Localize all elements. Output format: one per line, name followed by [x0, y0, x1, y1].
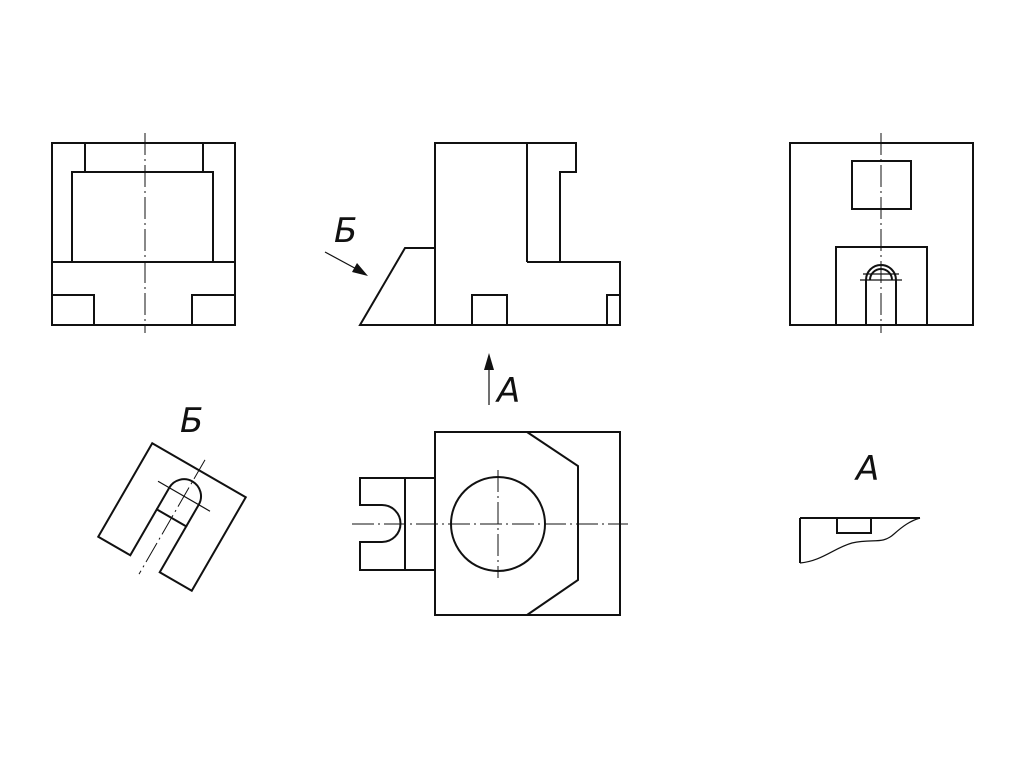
view-b: Б — [96, 401, 248, 593]
arrow-a-indicator: А — [484, 353, 520, 411]
left-view — [51, 133, 236, 333]
arrow-b-indicator: Б — [324, 211, 368, 276]
main-view — [358, 142, 621, 326]
top-view — [352, 431, 628, 616]
view-b-label: Б — [180, 401, 203, 441]
view-a: А — [799, 449, 921, 564]
arrow-a-label: А — [495, 371, 520, 411]
view-a-label: А — [854, 449, 879, 489]
arrow-b-label: Б — [334, 211, 357, 251]
right-view — [789, 133, 974, 333]
